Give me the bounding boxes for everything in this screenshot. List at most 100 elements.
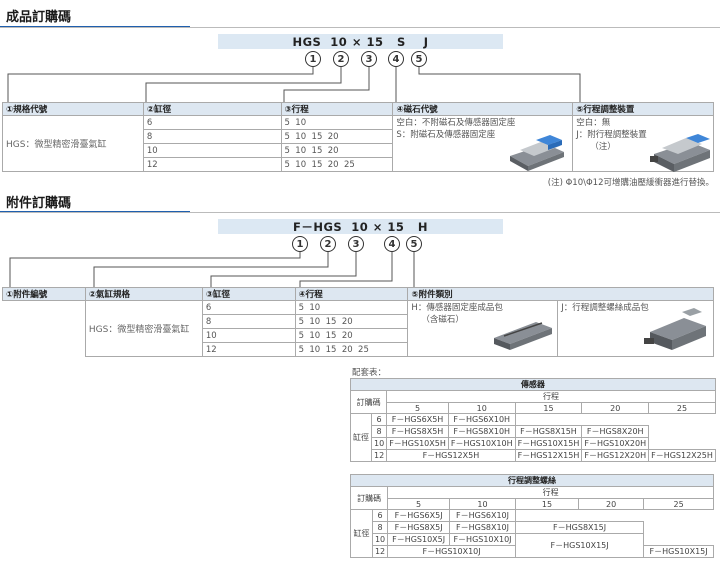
stroke-cell: 5 10 <box>294 300 409 315</box>
stroke-col: 10 <box>447 402 516 414</box>
match-table-label: 配套表： <box>352 368 387 378</box>
bore-row: 10 <box>371 533 389 546</box>
header-stroke: ④行程 <box>294 287 409 301</box>
bore-row: 8 <box>370 425 388 438</box>
section2-circle-4: 4 <box>384 236 400 252</box>
adjust-note-ref: （注） <box>590 142 616 152</box>
match-cell: F－HGS12X25H <box>648 449 716 462</box>
stroke-cell: 5 10 15 20 <box>294 314 409 329</box>
section1-footnote: (注) Φ10\Φ12可增購油壓緩衝器進行替換。 <box>547 178 714 188</box>
match-cell: F－HGS8X5H <box>386 425 449 438</box>
bore-label: 缸徑 <box>350 509 373 558</box>
order-code-label: 訂購碼 <box>349 486 389 510</box>
stroke-col: 15 <box>514 498 580 510</box>
match-cell: F－HGS10X10J <box>387 545 516 558</box>
section1-connector-lines <box>7 67 581 102</box>
stroke-col: 20 <box>581 402 650 414</box>
stroke-adjust-kit-image <box>644 308 706 350</box>
stroke-cell: 5 10 15 20 25 <box>280 157 394 172</box>
magnet-option-s: S：附磁石及傳感器固定座 <box>396 130 496 140</box>
match-cell: F－HGS10X15J <box>643 545 714 558</box>
spec-cell: HGS：微型精密滑臺氣缸 <box>2 115 144 172</box>
match-cell: F－HGS10X20H <box>581 437 650 450</box>
bore-row: 10 <box>370 437 388 450</box>
match-cell: F－HGS12X15H <box>514 449 583 462</box>
match-cell: F－HGS12X20H <box>581 449 650 462</box>
stroke-col: 25 <box>648 402 716 414</box>
match-cell: F－HGS8X15H <box>514 425 583 438</box>
header-accessory-no: ①附件編號 <box>2 287 86 301</box>
bore-row: 6 <box>370 413 388 426</box>
match-cell: F－HGS10X10H <box>447 437 516 450</box>
sensor-holder-kit-image <box>494 322 552 350</box>
stroke-label: 行程 <box>387 486 714 499</box>
section2-table: ①附件編號 ②氣缸規格 ③缸徑 ④行程 ⑤附件類別 HGS：微型精密滑臺氣缸 6… <box>2 287 714 357</box>
bore-row: 12 <box>371 545 389 558</box>
slide-cylinder-sensor-image <box>510 135 564 171</box>
type-j-label: J：行程調整螺絲成品包 <box>561 303 649 313</box>
section1-circle-5: 5 <box>411 51 427 67</box>
bore-cell: 6 <box>201 300 296 315</box>
stroke-col: 15 <box>514 402 583 414</box>
bore-cell: 8 <box>201 314 296 329</box>
header-bore: ③缸徑 <box>201 287 296 301</box>
stroke-col: 10 <box>449 498 516 510</box>
stroke-col: 5 <box>386 402 449 414</box>
section2-order-code: F－HGS 10 × 15 H <box>218 219 503 234</box>
header-spec: ①規格代號 <box>2 102 144 116</box>
match-cell: F－HGS10X10J <box>449 533 516 546</box>
accessory-no-cell <box>2 300 86 357</box>
header-magnet: ④磁石代號 <box>392 102 574 116</box>
match-cell: F－HGS12X5H <box>386 449 516 462</box>
header-adjust: ⑤行程調整裝置 <box>572 102 714 116</box>
section1-circle-4: 4 <box>388 51 404 67</box>
section1-circle-3: 3 <box>361 51 377 67</box>
stroke-cell: 5 10 15 20 25 <box>294 342 409 357</box>
type-h-cell: H：傳感器固定座成品包 （含磁石） <box>407 300 559 357</box>
match-cell: F－HGS8X10H <box>447 425 516 438</box>
match-cell: F－HGS10X15H <box>514 437 583 450</box>
section2-divider <box>0 212 720 213</box>
match-cell: F－HGS8X20H <box>581 425 650 438</box>
stroke-cell: 5 10 15 20 <box>294 328 409 343</box>
slide-cylinder-adjuster-image <box>650 134 710 172</box>
match-cell: F－HGS6X10H <box>447 413 516 426</box>
section2-circle-2: 2 <box>320 236 336 252</box>
sensor-match-table: 傳感器 訂購碼 行程 5 10 15 20 25 缸徑 6 F－HGS6X5H … <box>349 378 716 462</box>
type-h-label: H：傳感器固定座成品包 <box>411 303 503 313</box>
header-cylinder-spec: ②氣缸規格 <box>84 287 203 301</box>
match-cell: F－HGS8X15J <box>514 521 645 534</box>
match-cell: F－HGS8X10J <box>449 521 516 534</box>
section1-circle-1: 1 <box>305 51 321 67</box>
match-cell: F－HGS10X15J <box>514 533 645 558</box>
bore-row: 8 <box>371 521 389 534</box>
match-cell: F－HGS10X5H <box>386 437 449 450</box>
section1-order-code: HGS 10 × 15 S J <box>218 34 503 49</box>
sensor-table-title: 傳感器 <box>350 378 716 391</box>
section1-divider <box>0 27 720 28</box>
bore-row: 6 <box>371 509 389 522</box>
match-cell: F－HGS6X5J <box>387 509 451 522</box>
section2-circle-1: 1 <box>292 236 308 252</box>
match-cell: F－HGS6X5H <box>386 413 449 426</box>
adjust-match-table: 行程調整螺絲 訂購碼 行程 5 10 15 20 25 缸徑 6 F－HGS6X… <box>349 474 714 558</box>
match-cell: F－HGS6X10J <box>449 509 516 522</box>
adjust-table-title: 行程調整螺絲 <box>350 474 714 487</box>
stroke-col: 25 <box>643 498 714 510</box>
match-cell: F－HGS8X5J <box>387 521 451 534</box>
bore-cell: 12 <box>201 342 296 357</box>
bore-row: 12 <box>370 449 388 462</box>
section2-circle-3: 3 <box>348 236 364 252</box>
magnet-option-blank: 空白：不附磁石及傳感器固定座 <box>396 118 516 128</box>
stroke-col: 5 <box>387 498 451 510</box>
section2-connector-lines <box>9 252 415 287</box>
section2-title: 附件訂購碼 <box>6 196 72 211</box>
bore-cell: 10 <box>201 328 296 343</box>
header-accessory-type: ⑤附件類別 <box>407 287 714 301</box>
stroke-col: 20 <box>578 498 645 510</box>
stroke-label: 行程 <box>386 390 716 403</box>
header-stroke: ③行程 <box>280 102 394 116</box>
match-cell: F－HGS10X5J <box>387 533 451 546</box>
cylinder-spec-cell: HGS：微型精密滑臺氣缸 <box>84 300 203 357</box>
section1-title: 成品訂購碼 <box>6 10 72 25</box>
